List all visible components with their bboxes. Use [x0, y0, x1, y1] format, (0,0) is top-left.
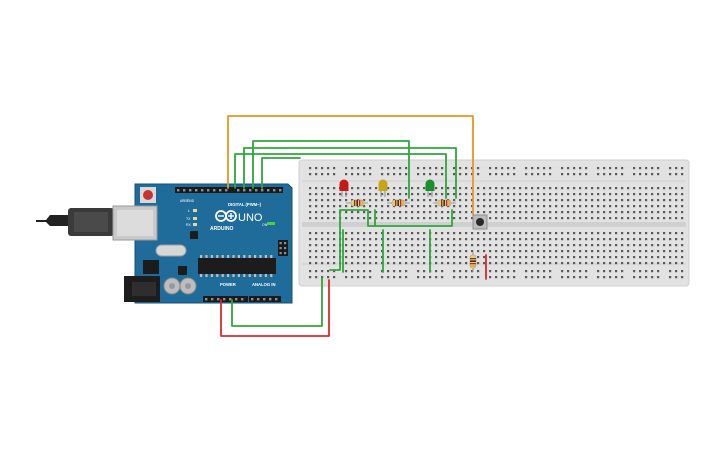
capacitor-1-top — [169, 283, 175, 289]
center-channel — [302, 222, 686, 227]
wire-red-5v[interactable] — [220, 279, 330, 337]
wire-green-digital[interactable] — [261, 157, 301, 189]
atmega-chip-pins — [200, 255, 273, 277]
l-label: L — [188, 209, 190, 213]
l-led — [193, 209, 197, 212]
icsp-header — [278, 240, 288, 256]
capacitor-2-top — [185, 283, 191, 289]
digital-header-label: DIGITAL (PWM~) — [228, 202, 262, 207]
power-header-label: POWER — [220, 282, 236, 287]
resistor-4-pulldown[interactable] — [469, 252, 477, 272]
wire-green-led1[interactable] — [234, 153, 447, 199]
rx-led — [193, 223, 197, 226]
push-button-cap[interactable] — [476, 218, 484, 226]
digital-pins — [177, 189, 282, 192]
tx-label: TX — [186, 217, 191, 221]
gnd-label: GND — [187, 199, 195, 203]
led-yellow-body[interactable] — [378, 179, 388, 192]
wire-orange[interactable] — [227, 115, 474, 215]
arduino-uno-board[interactable]: UNO ARDUINO DIGITAL (PWM~) POWER ANALOG … — [36, 183, 293, 304]
resistor-1[interactable] — [346, 199, 368, 207]
resistor-2[interactable] — [387, 199, 410, 207]
wire-green-led3[interactable] — [252, 140, 410, 199]
led-green-body[interactable] — [425, 179, 435, 192]
power-header[interactable] — [203, 296, 248, 302]
atmega-chip[interactable] — [198, 258, 276, 274]
usb-cable-plug-ridge — [74, 212, 108, 232]
voltage-regulator — [143, 260, 159, 274]
usb-cable[interactable] — [36, 208, 114, 236]
led-red-body[interactable] — [339, 179, 349, 192]
small-ic-2 — [190, 231, 198, 239]
power-jack-inner — [132, 282, 156, 296]
wire-green-gnd-rail[interactable] — [329, 209, 453, 271]
tx-led — [193, 217, 197, 220]
breadboard-holes — [309, 167, 684, 279]
breadboard[interactable] — [298, 159, 690, 287]
resistor-3[interactable] — [433, 199, 456, 207]
wire-green-gnd-loop[interactable] — [231, 277, 323, 327]
analog-header-label: ANALOG IN — [252, 282, 276, 287]
board-model-label: UNO — [238, 212, 263, 224]
board-brand-label: ARDUINO — [210, 226, 233, 232]
reset-button[interactable] — [143, 190, 153, 200]
arduino-logo — [215, 210, 237, 222]
push-button[interactable] — [472, 214, 488, 230]
rx-label: RX — [186, 223, 192, 227]
on-led — [267, 222, 275, 225]
wire-green-led2[interactable] — [243, 147, 457, 199]
usb-cable-wire — [36, 215, 70, 226]
usb-port-inner — [117, 210, 153, 236]
digital-header[interactable] — [175, 187, 283, 193]
led-yellow[interactable] — [378, 179, 388, 198]
led-green[interactable] — [425, 179, 435, 198]
on-label: ON — [262, 223, 268, 227]
small-ic — [178, 266, 187, 275]
crystal-oscillator — [155, 244, 187, 257]
led-red[interactable] — [339, 179, 349, 198]
power-analog-pins — [205, 298, 278, 301]
wires — [220, 115, 487, 337]
aref-label: AREF — [180, 199, 189, 203]
